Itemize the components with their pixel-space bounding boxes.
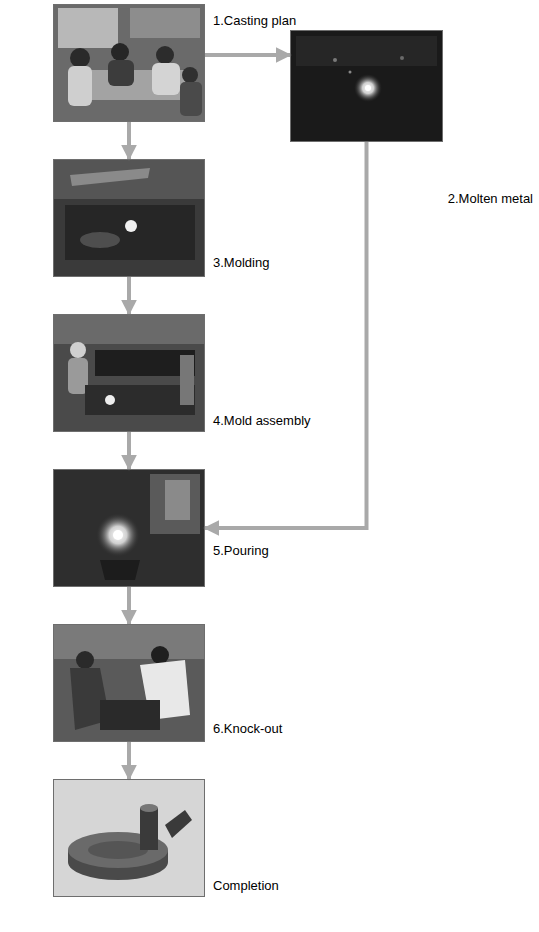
molding-photo (53, 159, 205, 277)
flow-arrow (127, 432, 131, 469)
step-label: 4.Mold assembly (213, 413, 311, 428)
flow-arrow (127, 587, 131, 624)
flow-arrow (127, 277, 131, 314)
photo-box: 3.Molding (53, 159, 205, 277)
photo-box: Completion (53, 779, 205, 897)
step-label: Completion (213, 878, 279, 893)
step-label: 6.Knock-out (213, 721, 282, 736)
furnace-photo (290, 30, 443, 142)
finished-casting-photo (53, 779, 205, 897)
meeting-photo (53, 4, 205, 122)
flow-arrow (127, 122, 131, 159)
flow-arrow (127, 742, 131, 779)
photo-box: 4.Mold assembly (53, 314, 205, 432)
step-label: 5.Pouring (213, 543, 269, 558)
photo-box: 1.Casting plan (53, 4, 205, 122)
photo-box: 2.Molten metal (290, 30, 443, 142)
photo-box: 6.Knock-out (53, 624, 205, 742)
flow-arrow (205, 142, 367, 528)
step-label: 1.Casting plan (213, 13, 296, 28)
step-label: 2.Molten metal (448, 191, 533, 206)
knock-out-photo (53, 624, 205, 742)
photo-box: 5.Pouring (53, 469, 205, 587)
step-label: 3.Molding (213, 255, 269, 270)
pouring-photo (53, 469, 205, 587)
mold-assembly-photo (53, 314, 205, 432)
flow-arrow (205, 53, 290, 57)
